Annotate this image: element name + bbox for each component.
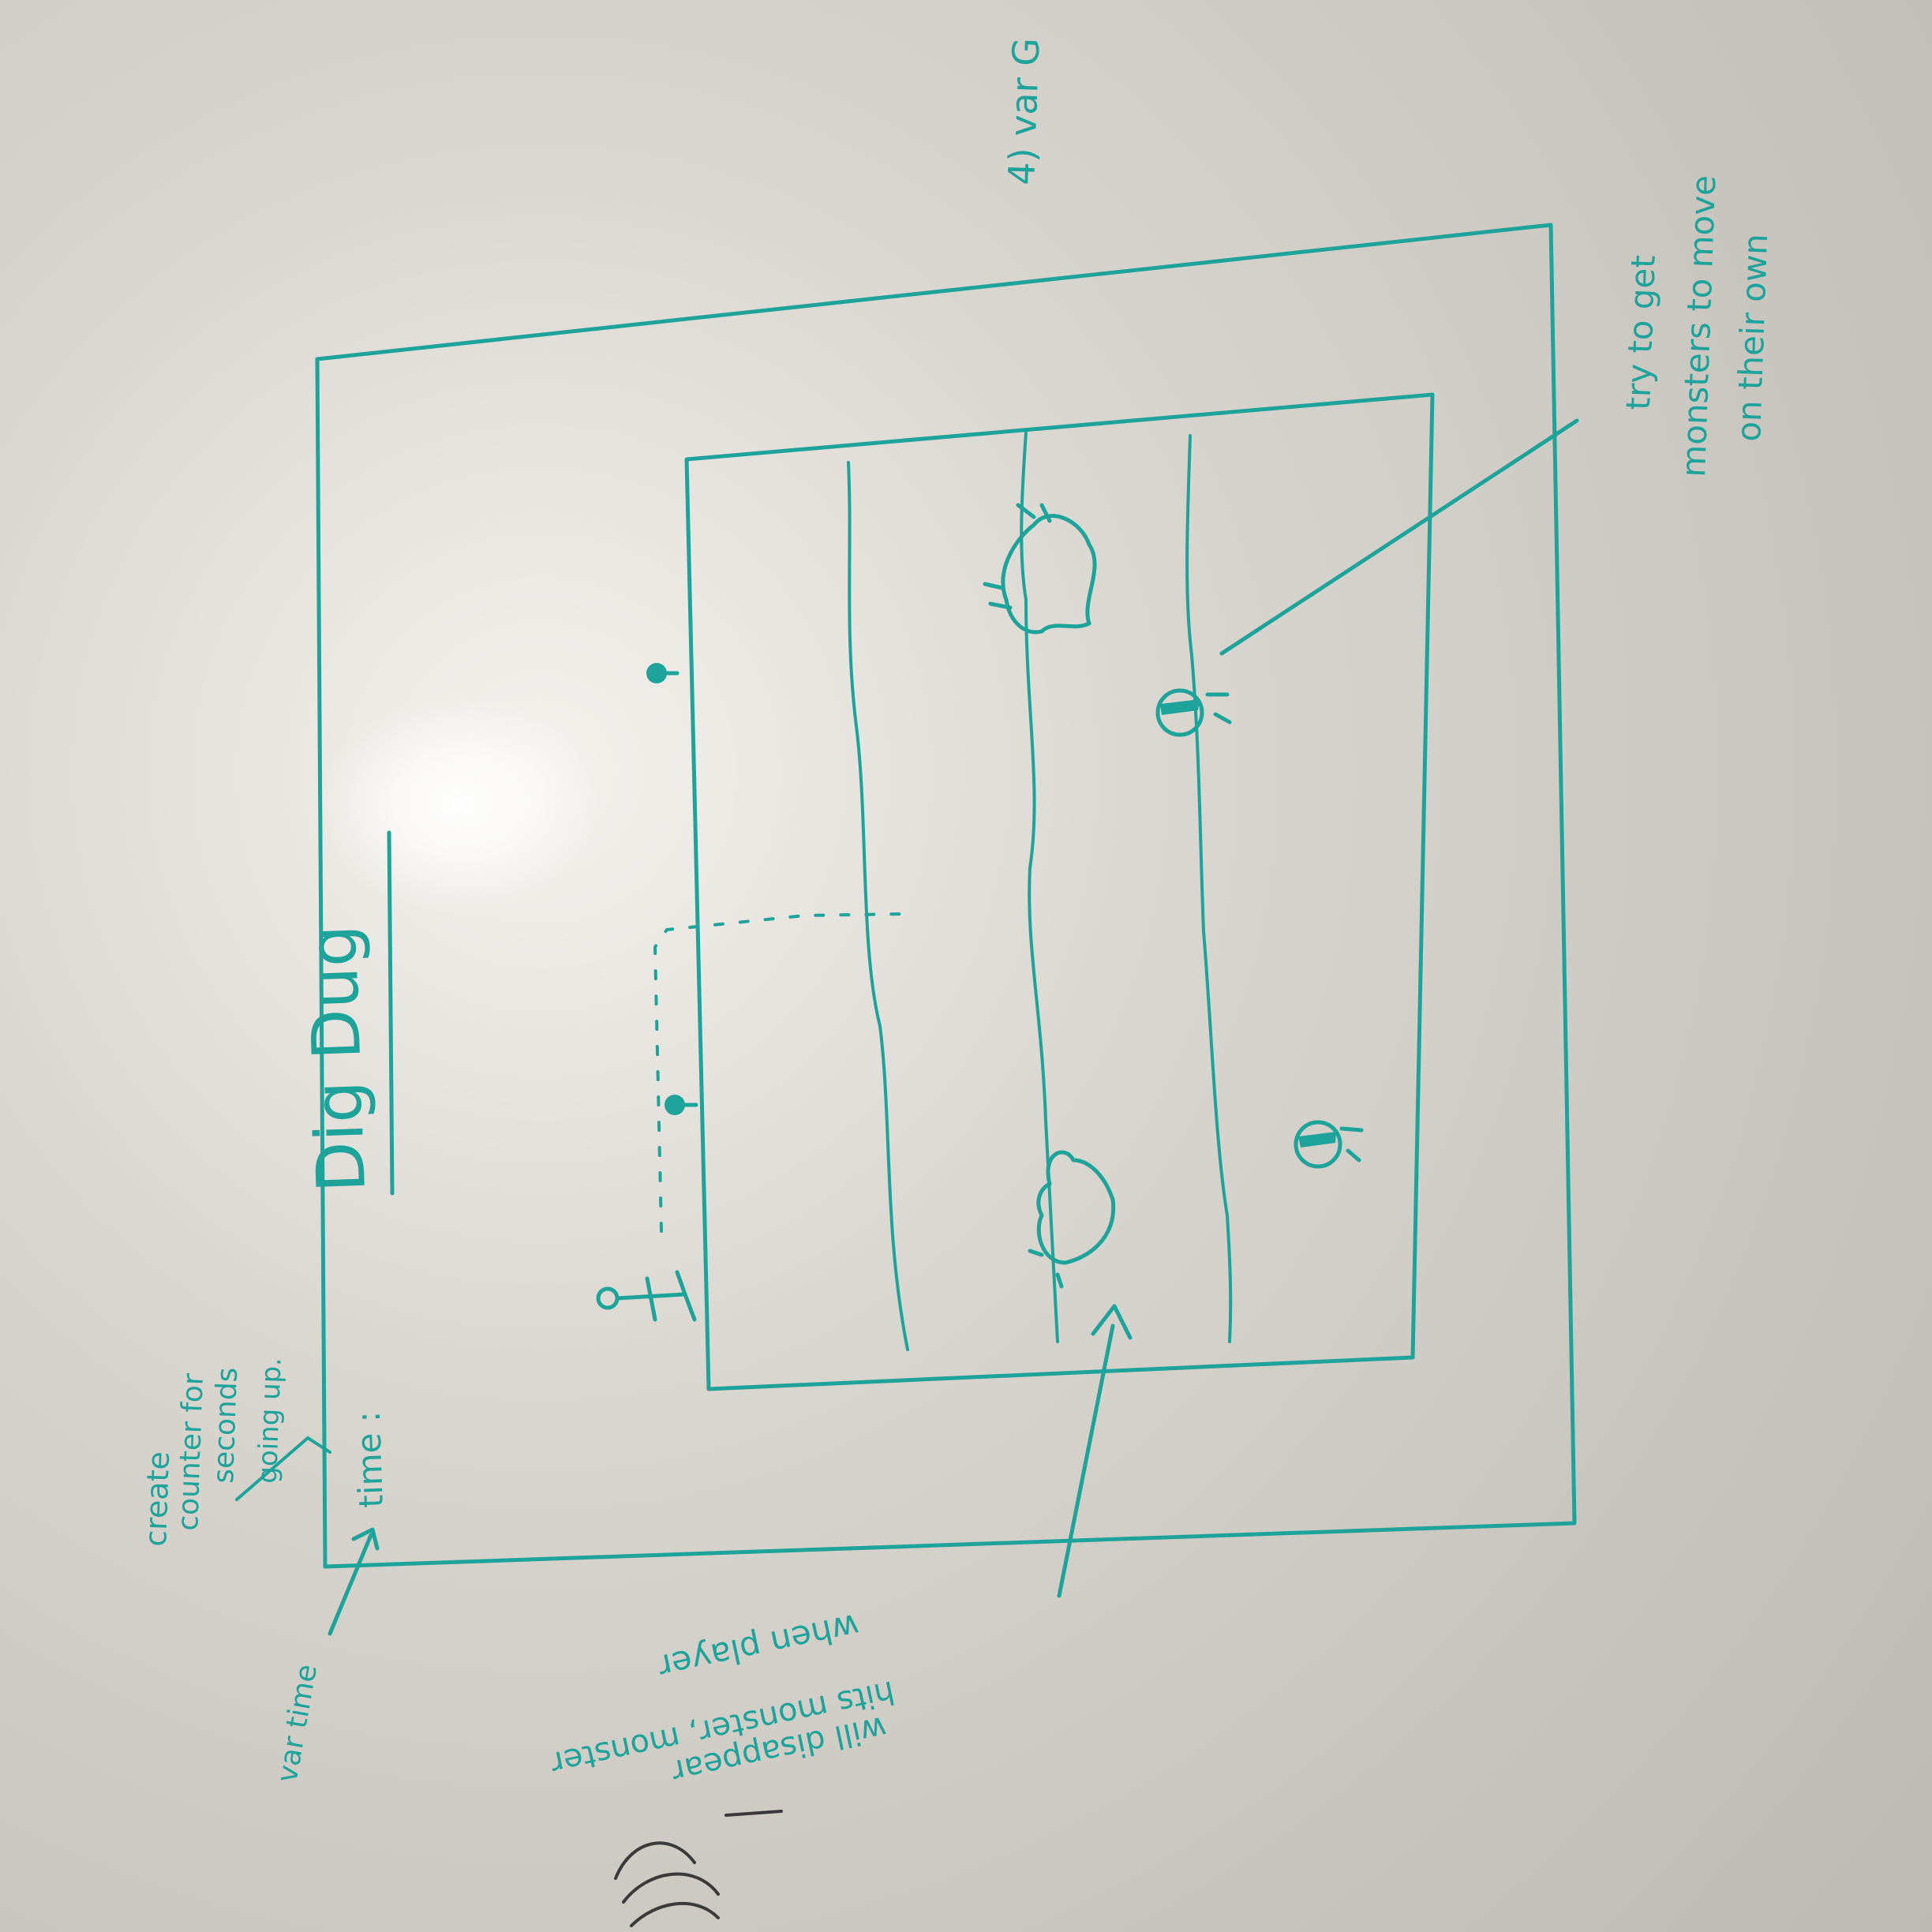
counter-note-line-2: counter for [172, 1372, 210, 1531]
dragon-monster-bottom [1028, 1150, 1116, 1289]
monster-move-line-2: monsters to move [1674, 174, 1723, 477]
var-time-arrow [328, 1527, 380, 1636]
monster-move-arrow [1219, 418, 1579, 656]
counter-note-line-1: create [138, 1451, 176, 1547]
light-glare [316, 695, 600, 915]
player-figure [596, 1270, 697, 1322]
title-underline [387, 830, 395, 1196]
flower-right [646, 663, 680, 683]
flower-left [665, 1095, 698, 1115]
counter-leader [235, 1436, 331, 1501]
game-title: Dig Dug [294, 923, 380, 1193]
round-monster-top [1155, 688, 1232, 737]
dark-scribble-1 [614, 1841, 720, 1927]
dragon-monster-top [983, 503, 1097, 635]
partial-note-top-right: 4) var G [1000, 37, 1047, 185]
monster-move-line-1: try to get [1619, 254, 1663, 410]
counter-note-line-3: seconds [208, 1367, 244, 1484]
round-monster-bottom [1294, 1120, 1364, 1169]
dark-scribble-2 [724, 1810, 783, 1817]
monster-move-line-3: on their own [1729, 233, 1775, 442]
outer-frame [315, 223, 1577, 1569]
counter-note-line-4: going up. [252, 1357, 288, 1484]
hit-arrow [1057, 1304, 1133, 1598]
ground-line-1 [847, 461, 909, 1351]
game-area-frame [684, 392, 1435, 1391]
ground-line-3 [1185, 434, 1233, 1343]
dig-path-dotted [653, 912, 905, 1233]
var-time-note: var time [271, 1662, 324, 1785]
time-label: time : [349, 1410, 391, 1508]
hit-note-line-1: when player [654, 1606, 863, 1687]
